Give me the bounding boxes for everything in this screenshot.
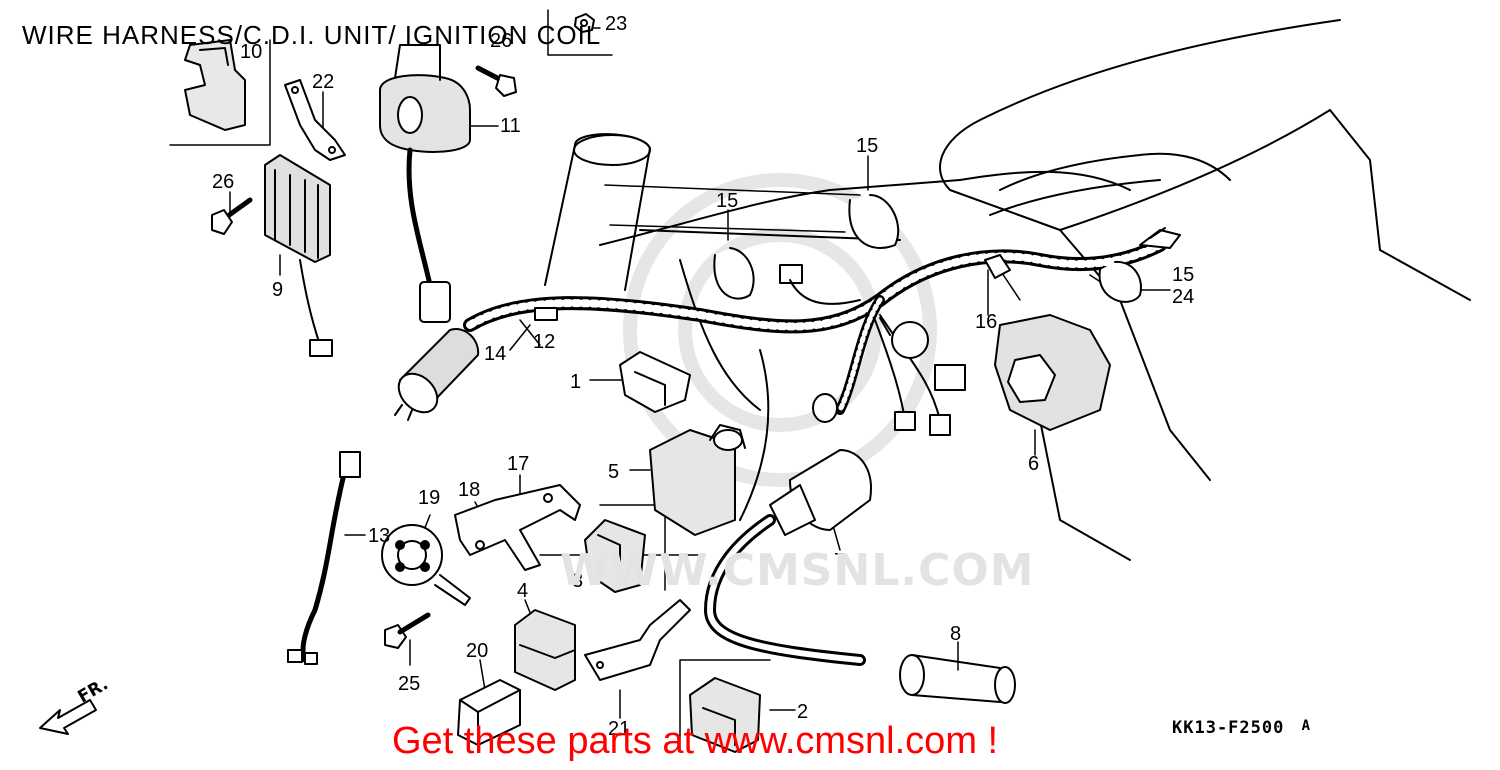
part-10-bracket — [184, 39, 246, 131]
callout-17: 17 — [507, 453, 529, 475]
part-23-nut — [574, 13, 595, 33]
front-arrow: FR. — [39, 674, 112, 735]
part-15-band-right — [1098, 260, 1142, 303]
part-7-ignition-switch — [704, 449, 872, 666]
frame-outline — [544, 19, 1471, 561]
part-26-bolt-upper — [475, 65, 517, 97]
callout-numbers: 23 26 10 22 11 26 9 15 15 15 24 16 12 14… — [212, 13, 1194, 740]
part-9-regulator — [264, 154, 333, 357]
part-25-bolt — [384, 612, 431, 649]
callout-25: 25 — [398, 673, 420, 695]
callout-15-top: 15 — [856, 135, 878, 157]
callout-7: 7 — [834, 550, 845, 572]
part-13-sub-harness — [287, 451, 361, 665]
part-3-connector — [584, 519, 646, 593]
callout-6: 6 — [1028, 453, 1039, 475]
callout-2: 2 — [797, 701, 808, 723]
callout-16: 16 — [975, 311, 997, 333]
diagram-title: WIRE HARNESS/C.D.I. UNIT/ IGNITION COIL — [22, 20, 602, 50]
promo-link[interactable]: Get these parts at www.cmsnl.com ! — [392, 720, 999, 762]
part-6-cover — [994, 314, 1111, 431]
callout-14: 14 — [484, 343, 506, 365]
callout-15-left: 15 — [716, 190, 738, 212]
part-19-horn — [381, 524, 471, 606]
callout-12: 12 — [533, 331, 555, 353]
callout-18: 18 — [458, 479, 480, 501]
callout-5: 5 — [608, 461, 619, 483]
front-marker-text: FR. — [75, 674, 112, 707]
diagram-code-value: KK13-F2500 — [1172, 718, 1285, 738]
wire-harness — [463, 238, 1167, 421]
part-2-connector — [689, 677, 761, 753]
part-15-band-center — [848, 194, 900, 249]
watermark-text: WWW.CMSNL.COM — [560, 545, 1035, 596]
callout-3: 3 — [572, 570, 583, 592]
revision-mark: A — [1301, 718, 1312, 734]
callout-22: 22 — [312, 71, 334, 93]
callout-23: 23 — [605, 13, 627, 35]
callout-9: 9 — [272, 279, 283, 301]
part-8-grommet — [899, 654, 1016, 704]
part-14-cdi-unit — [394, 328, 480, 421]
part-20-flasher — [457, 679, 521, 746]
callout-26-upper: 26 — [490, 30, 512, 52]
callout-15-right: 15 — [1172, 264, 1194, 286]
callout-21: 21 — [608, 718, 630, 740]
end-connectors — [1139, 227, 1181, 249]
callout-11: 11 — [500, 115, 521, 137]
part-1-connector — [619, 351, 691, 413]
part-4-connector — [514, 609, 576, 691]
part-15-band-left — [713, 247, 755, 300]
part-26-bolt-lower — [211, 197, 253, 235]
callout-1: 1 — [570, 371, 581, 393]
callout-10: 10 — [240, 41, 262, 63]
part-22-bracket — [284, 79, 346, 161]
callout-24: 24 — [1172, 286, 1194, 308]
callout-4: 4 — [517, 580, 528, 602]
callout-19: 19 — [418, 487, 440, 509]
part-16-clip — [984, 254, 1011, 279]
part-17-18-bracket — [454, 484, 581, 571]
part-5-relay — [649, 424, 746, 536]
callout-26-lower: 26 — [212, 171, 234, 193]
part-11-ignition-coil — [379, 44, 471, 323]
diagram-code: KK13-F2500 A — [1172, 718, 1311, 738]
callout-13: 13 — [368, 525, 390, 547]
callout-20: 20 — [466, 640, 488, 662]
callout-8: 8 — [950, 623, 961, 645]
sub-connectors — [534, 307, 966, 436]
part-21-bracket — [584, 599, 691, 681]
